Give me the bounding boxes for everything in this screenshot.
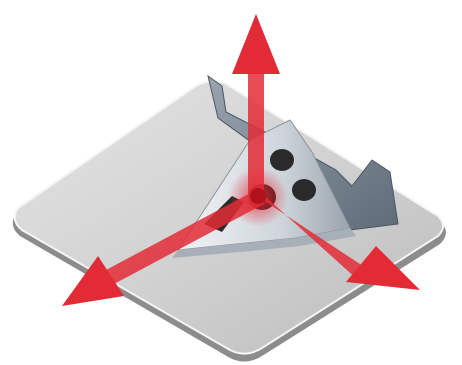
hole-top <box>270 149 294 171</box>
hole-right <box>292 179 316 201</box>
origin-point <box>250 188 266 204</box>
